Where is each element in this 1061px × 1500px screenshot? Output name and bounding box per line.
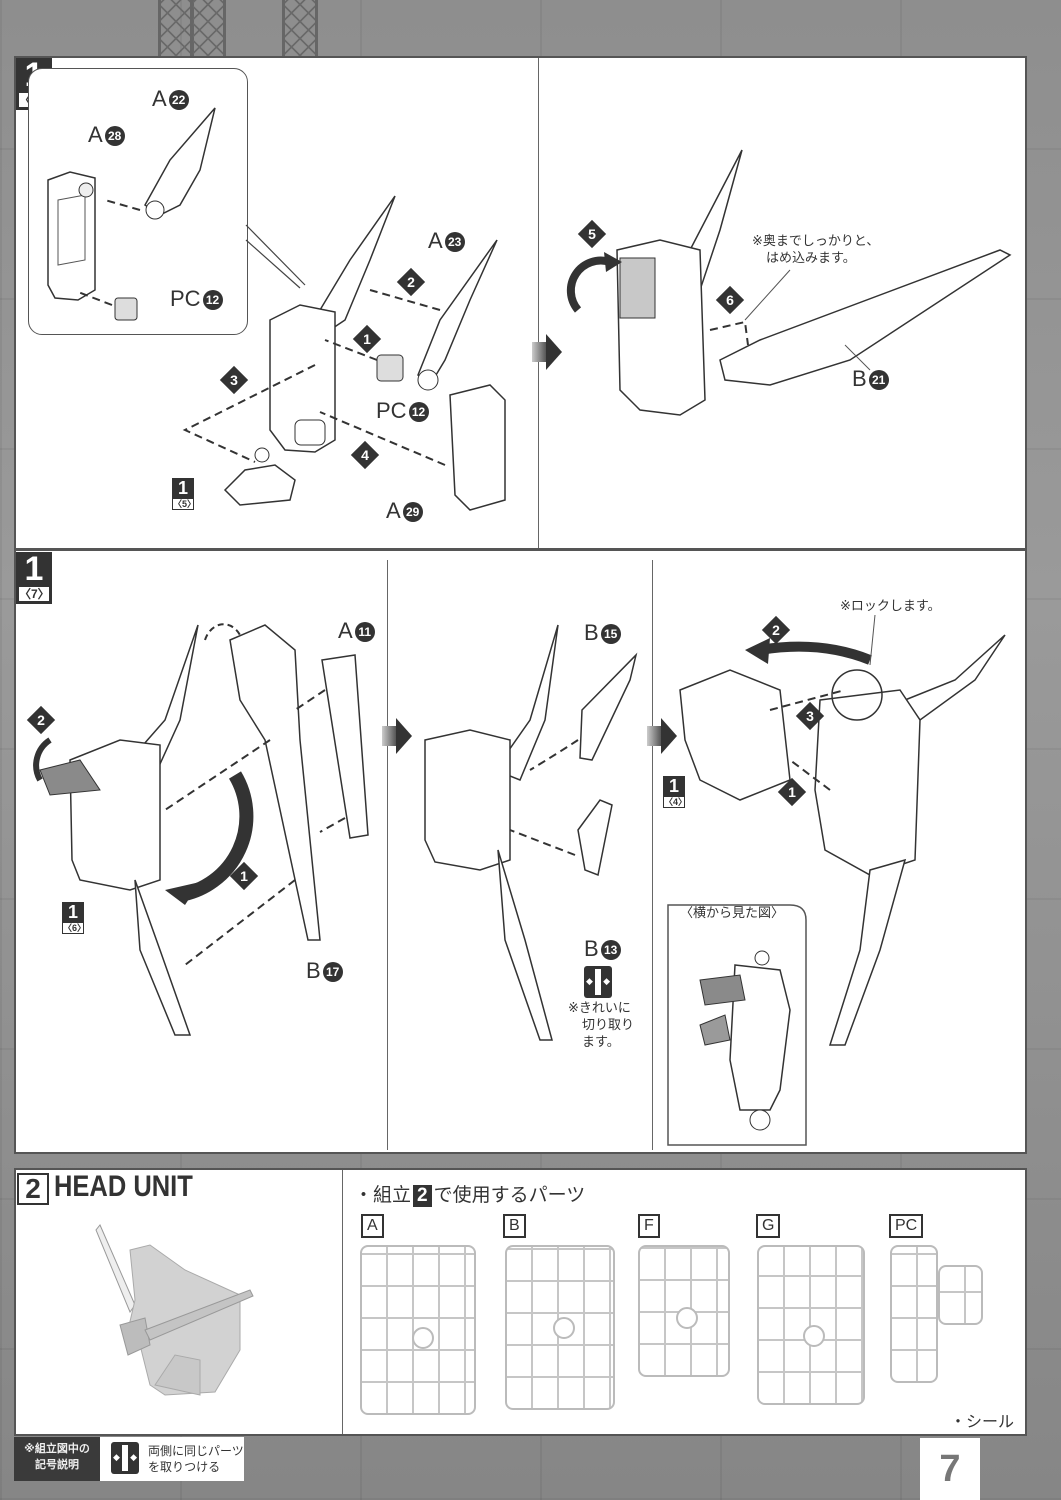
part-letter: B [584,936,599,961]
runner-label-b: B [503,1214,526,1238]
instruction-note-lock: ※ロックします。 [840,599,941,614]
background-truss [190,0,226,56]
order-mark-2: 2 [761,615,791,645]
part-number: 22 [168,90,189,110]
part-letter: A [152,86,167,111]
ref-number: 1 [177,478,188,498]
part-letter: A [88,122,103,147]
instruction-note-cut: ※きれいに 切り取り ます。 [568,1001,635,1050]
panel-divider [342,1170,343,1434]
step1-upper-drawing [47,107,1012,511]
ref-sub: 〈6〉 [62,922,87,934]
reference-badge-1-5: 1 〈5〉 [172,478,197,510]
ref-sub: 〈4〉 [663,796,688,808]
ref-number: 1 [668,776,679,796]
legend-symbol-description: 両側に同じパーツ を取りつける [148,1444,244,1474]
panel-divider [652,560,653,1150]
part-letter: A [338,618,353,643]
part-number: 15 [600,624,621,644]
main-assembly-drawing [269,195,396,453]
part-number: 17 [322,962,343,982]
both-sides-symbol-icon: ◆◆ [111,1442,139,1474]
step1-lower-drawing [33,614,1006,1146]
seal-label: ・シール [950,1412,1015,1431]
side-view-title: 〈横から見た図〉 [680,906,785,921]
order-mark-1: 1 [777,777,807,807]
runner-b-image [505,1245,615,1410]
instruction-note-fit: ※奥までしっかりと、 はめ込みます。 [752,234,880,266]
step2-title: HEAD UNIT [54,1170,193,1203]
panel-divider [387,560,388,1150]
step-sub-number: 〈7〉 [18,586,50,602]
part-number: 11 [354,622,375,642]
background-truss [282,0,318,56]
runner-a-image [360,1245,476,1415]
next-step-arrow-icon [647,718,677,754]
right-assembly-drawing [566,149,743,416]
part-number: 13 [600,940,621,960]
part-number: 12 [202,290,223,310]
part-number: 12 [408,402,429,422]
reference-badge-1-6: 1 〈6〉 [62,902,87,934]
runner-label-g: G [756,1214,781,1238]
reference-badge-1-4: 1 〈4〉 [663,776,688,808]
order-mark-3: 3 [795,701,825,731]
part-letter: B [852,366,867,391]
head-unit-illustration [95,1224,254,1396]
runner-label-pc: PC [889,1214,924,1238]
both-sides-symbol-icon: ◆◆ [584,966,612,998]
legend-heading: ※組立図中の 記号説明 [14,1437,100,1481]
part-number: 29 [402,502,423,522]
part-number: 23 [444,232,465,252]
runner-pc-image [890,1245,938,1383]
ref-number: 1 [67,902,78,922]
part-letter: PC [376,398,407,423]
runner-label-a: A [361,1214,384,1238]
panel-divider [538,58,539,548]
step-number: 1 [24,550,44,588]
part-letter: B [584,620,599,645]
runner-pc-image-ext [938,1265,983,1325]
next-step-arrow-icon [382,718,412,754]
part-letter: B [306,958,321,983]
part-letter: PC [170,286,201,311]
runner-label-f: F [638,1214,660,1238]
part-number: 21 [868,370,889,390]
step2-number: 2 [17,1173,49,1205]
ref-sub: 〈5〉 [172,498,197,510]
step-badge: 1 〈7〉 [16,552,52,604]
part-number: 28 [104,126,125,146]
runner-f-image [638,1245,730,1377]
part-letter: A [386,498,401,523]
runner-g-image [757,1245,865,1405]
page-number: 7 [920,1438,980,1500]
next-step-arrow-icon [532,334,562,370]
part-letter: A [428,228,443,253]
